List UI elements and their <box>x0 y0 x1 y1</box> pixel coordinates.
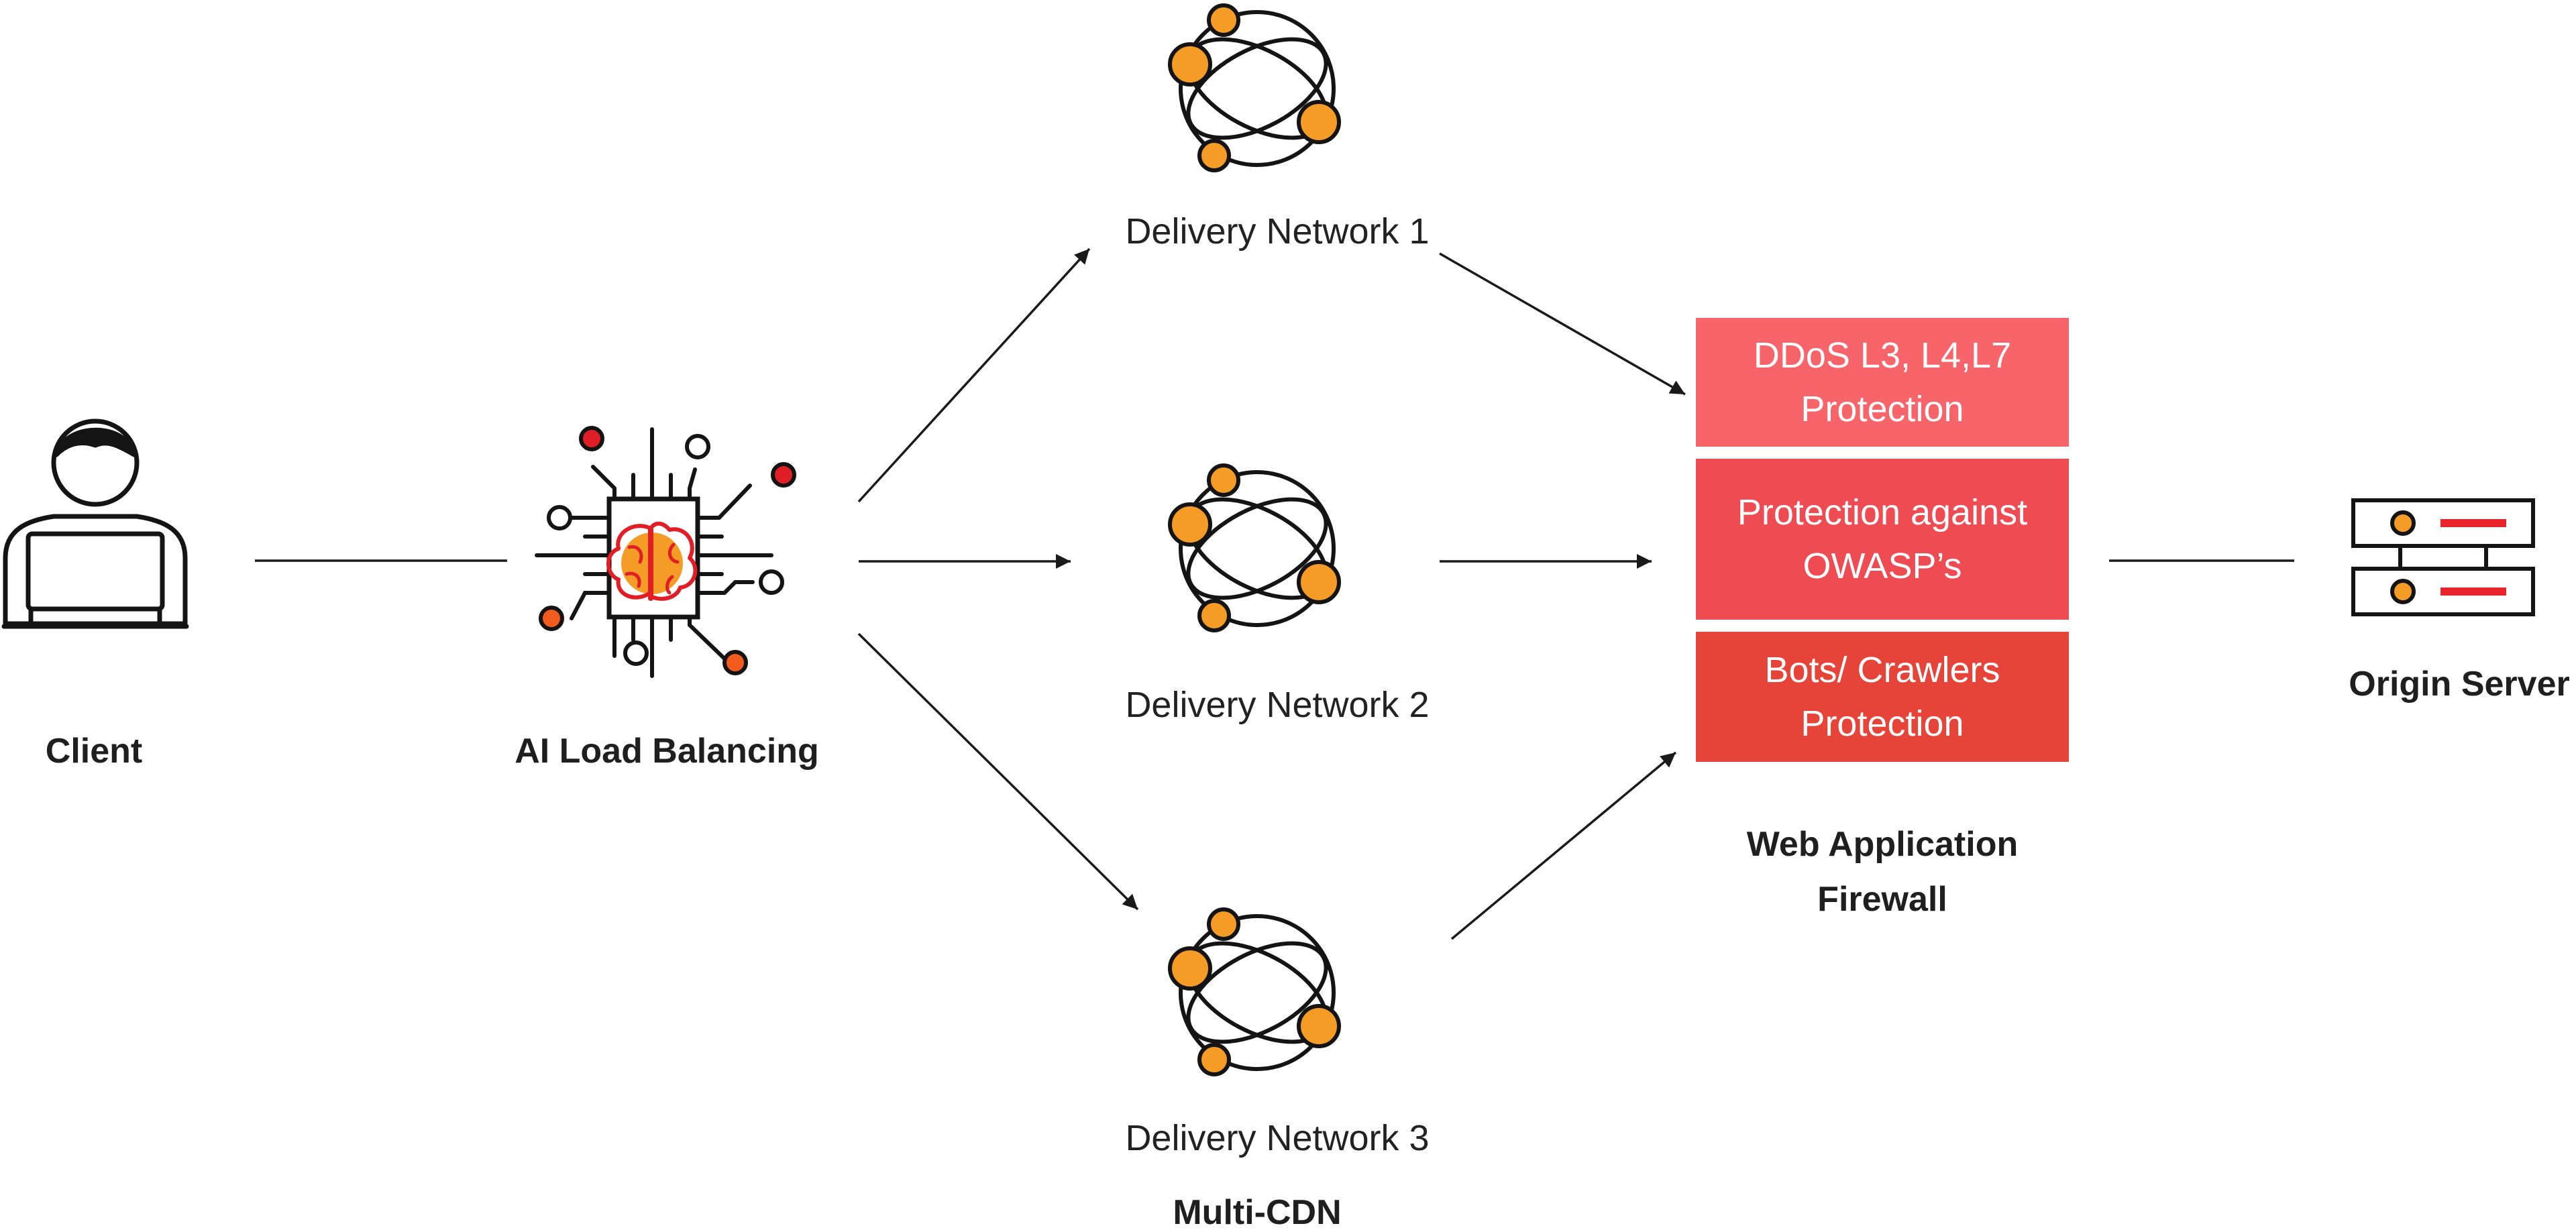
network-1-label: Delivery Network 1 <box>1125 211 1430 251</box>
waf-title-line: Web Application <box>1746 825 2019 864</box>
net3-to-waf-arrow <box>1450 751 1677 940</box>
lb-to-net3-arrow <box>857 632 1139 911</box>
lb-to-net1-arrow <box>857 247 1091 503</box>
waf-box-line: OWASP’s <box>1803 546 1962 586</box>
waf-title-line: Firewall <box>1817 880 1947 919</box>
waf-ddos-protection-box: DDoS L3, L4,L7 Protection <box>1696 318 2069 447</box>
connectors <box>255 247 2294 940</box>
ai-chip-brain-icon <box>535 426 796 678</box>
waf-box-line: Protection <box>1801 704 1964 744</box>
origin-server-label: Origin Server <box>2349 665 2570 704</box>
client-label: Client <box>45 732 143 771</box>
load-balancer-label: AI Load Balancing <box>515 732 819 771</box>
net1-to-waf-arrow <box>1439 252 1686 396</box>
waf-box-line: DDoS L3, L4,L7 <box>1753 335 2012 376</box>
laptop-user-icon <box>1 418 189 629</box>
network-globe-icon-3 <box>1168 907 1341 1076</box>
network-3-label: Delivery Network 3 <box>1125 1118 1430 1158</box>
waf-owasp-protection-box: Protection against OWASP’s <box>1696 459 2069 620</box>
waf-bots-protection-box: Bots/ Crawlers Protection <box>1696 632 2069 762</box>
server-rack-icon <box>2351 498 2535 616</box>
waf-title: Web Application Firewall <box>1747 817 2018 927</box>
waf-box-line: Bots/ Crawlers <box>1764 650 2000 690</box>
network-globe-icon-1 <box>1168 3 1341 172</box>
multi-cdn-label: Multi-CDN <box>1173 1193 1342 1232</box>
network-2-label: Delivery Network 2 <box>1125 685 1430 725</box>
waf-box-line: Protection against <box>1737 492 2028 533</box>
waf-box-line: Protection <box>1801 389 1964 429</box>
network-globe-icon-2 <box>1168 463 1341 632</box>
